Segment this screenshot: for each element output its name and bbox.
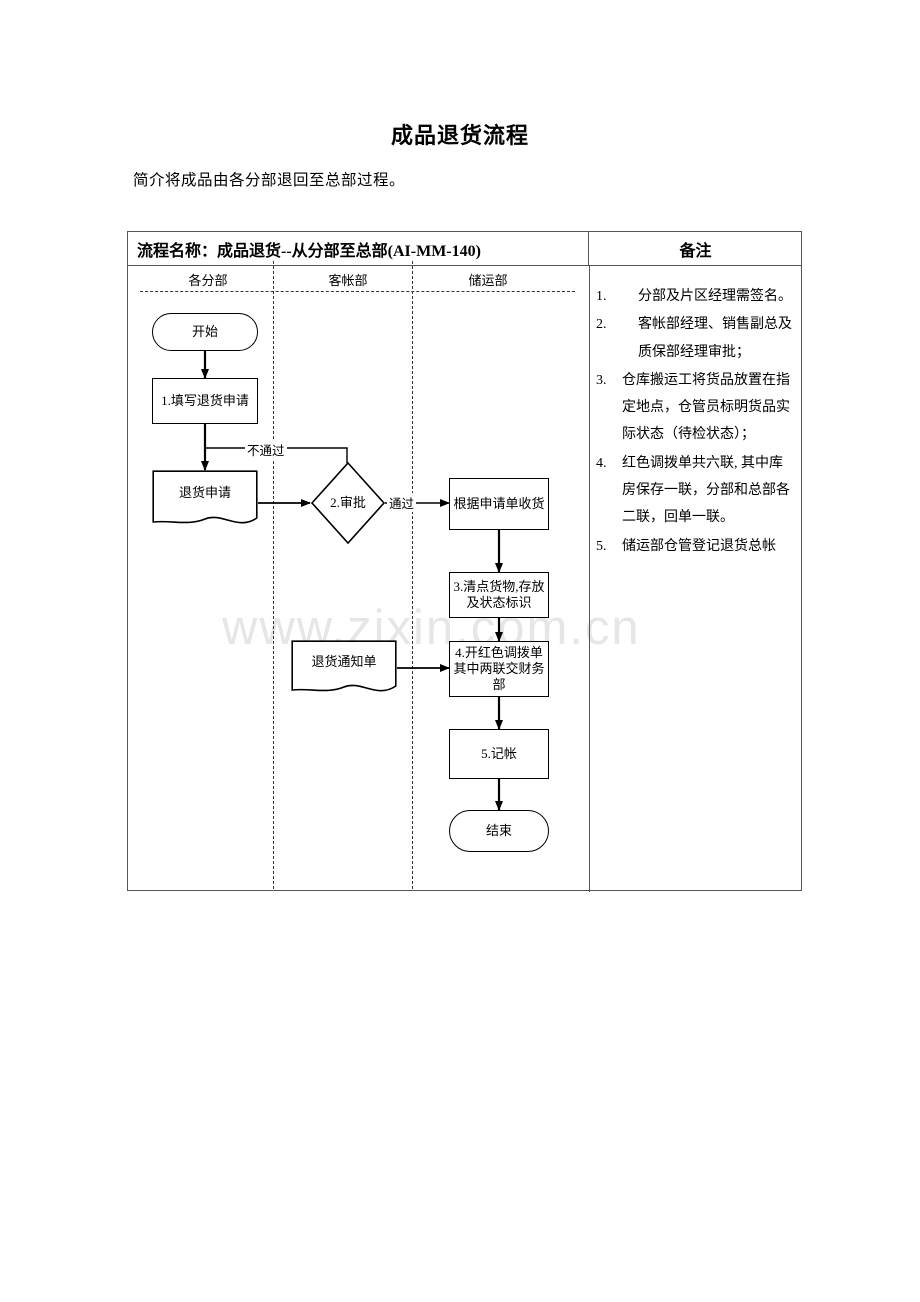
flow-node-step3-label: 3.清点货物,存放及状态标识: [453, 579, 545, 610]
remark-column-header: 备注: [679, 242, 712, 260]
flow-node-end[interactable]: 结束: [449, 810, 549, 852]
swimlane-divider-2: [412, 261, 413, 889]
flow-node-approval-decision[interactable]: 2.审批: [310, 461, 386, 545]
remark-item-5: 5. 储运部仓管登记退货总帐: [596, 533, 792, 560]
remark-number-2: 2.: [596, 317, 607, 333]
flow-node-start-label: 开始: [191, 324, 218, 340]
flow-node-step1[interactable]: 1.填写退货申请: [152, 378, 258, 424]
remark-text-4: 红色调拨单共六联, 其中库房保存一联，分部和总部各二联，回单一联。: [622, 455, 790, 526]
remark-number-1: 1.: [596, 289, 607, 304]
flow-node-receive-goods[interactable]: 根据申请单收货: [449, 478, 549, 530]
flow-node-return-notice-doc-label: 退货通知单: [311, 654, 377, 670]
flow-node-receive-goods-label: 根据申请单收货: [453, 496, 545, 512]
remark-text-3: 仓库搬运工将货品放置在指定地点，仓管员标明货品实际状态（待检状态）；: [622, 372, 790, 443]
remark-number-3: 3.: [596, 372, 607, 388]
flow-node-return-notice-doc[interactable]: 退货通知单: [291, 640, 397, 696]
process-name-header: 流程名称：成品退货--从分部至总部(AI-MM-140): [128, 232, 589, 265]
edge-label-approve: 通过: [387, 493, 417, 512]
column-divider: [589, 266, 590, 892]
swimlane-divider-1: [273, 261, 274, 889]
flow-node-start[interactable]: 开始: [152, 313, 258, 351]
swimlane-header-branch: 各分部: [188, 273, 228, 288]
remark-number-5: 5.: [596, 538, 607, 554]
remarks-list: 1. 分部及片区经理需签名。 2. 客帐部经理、销售副总及质保部经理审批； 3.…: [596, 283, 792, 561]
flow-node-step5[interactable]: 5.记帐: [449, 729, 549, 779]
flow-node-step4[interactable]: 4.开红色调拨单其中两联交财务部: [449, 641, 549, 697]
flow-node-end-label: 结束: [485, 823, 512, 839]
remark-item-2: 2. 客帐部经理、销售副总及质保部经理审批；: [596, 311, 792, 366]
process-table: 流程名称：成品退货--从分部至总部(AI-MM-140) 备注: [127, 231, 802, 892]
flow-node-approval-decision-label: 2.审批: [330, 495, 366, 511]
flow-node-return-application-doc-label: 退货申请: [178, 484, 231, 500]
remark-item-3: 3. 仓库搬运工将货品放置在指定地点，仓管员标明货品实际状态（待检状态）；: [596, 367, 792, 449]
remark-item-1: 1. 分部及片区经理需签名。: [596, 283, 792, 310]
swimlane-underline: [140, 291, 575, 292]
flow-node-step3[interactable]: 3.清点货物,存放及状态标识: [449, 572, 549, 618]
flow-node-return-application-doc[interactable]: 退货申请: [152, 470, 258, 528]
swimlane-header-accounts: 客帐部: [328, 273, 368, 288]
remark-item-4: 4. 红色调拨单共六联, 其中库房保存一联，分部和总部各二联，回单一联。: [596, 450, 792, 532]
remark-text-1: 分部及片区经理需签名。: [638, 289, 792, 304]
remark-text-5: 储运部仓管登记退货总帐: [622, 538, 776, 554]
page-title: 成品退货流程: [390, 123, 529, 148]
flow-node-step4-label: 4.开红色调拨单其中两联交财务部: [453, 645, 545, 692]
remark-text-2: 客帐部经理、销售副总及质保部经理审批；: [638, 317, 792, 360]
flow-node-step1-label: 1.填写退货申请: [161, 393, 249, 409]
remark-number-4: 4.: [596, 455, 607, 471]
swimlane-header-logistics: 储运部: [468, 273, 508, 288]
edge-label-reject: 不通过: [245, 440, 287, 459]
flow-node-step5-label: 5.记帐: [481, 746, 517, 762]
table-header-row: 流程名称：成品退货--从分部至总部(AI-MM-140) 备注: [128, 232, 801, 266]
intro-text: 简介将成品由各分部退回至总部过程。: [133, 172, 406, 189]
